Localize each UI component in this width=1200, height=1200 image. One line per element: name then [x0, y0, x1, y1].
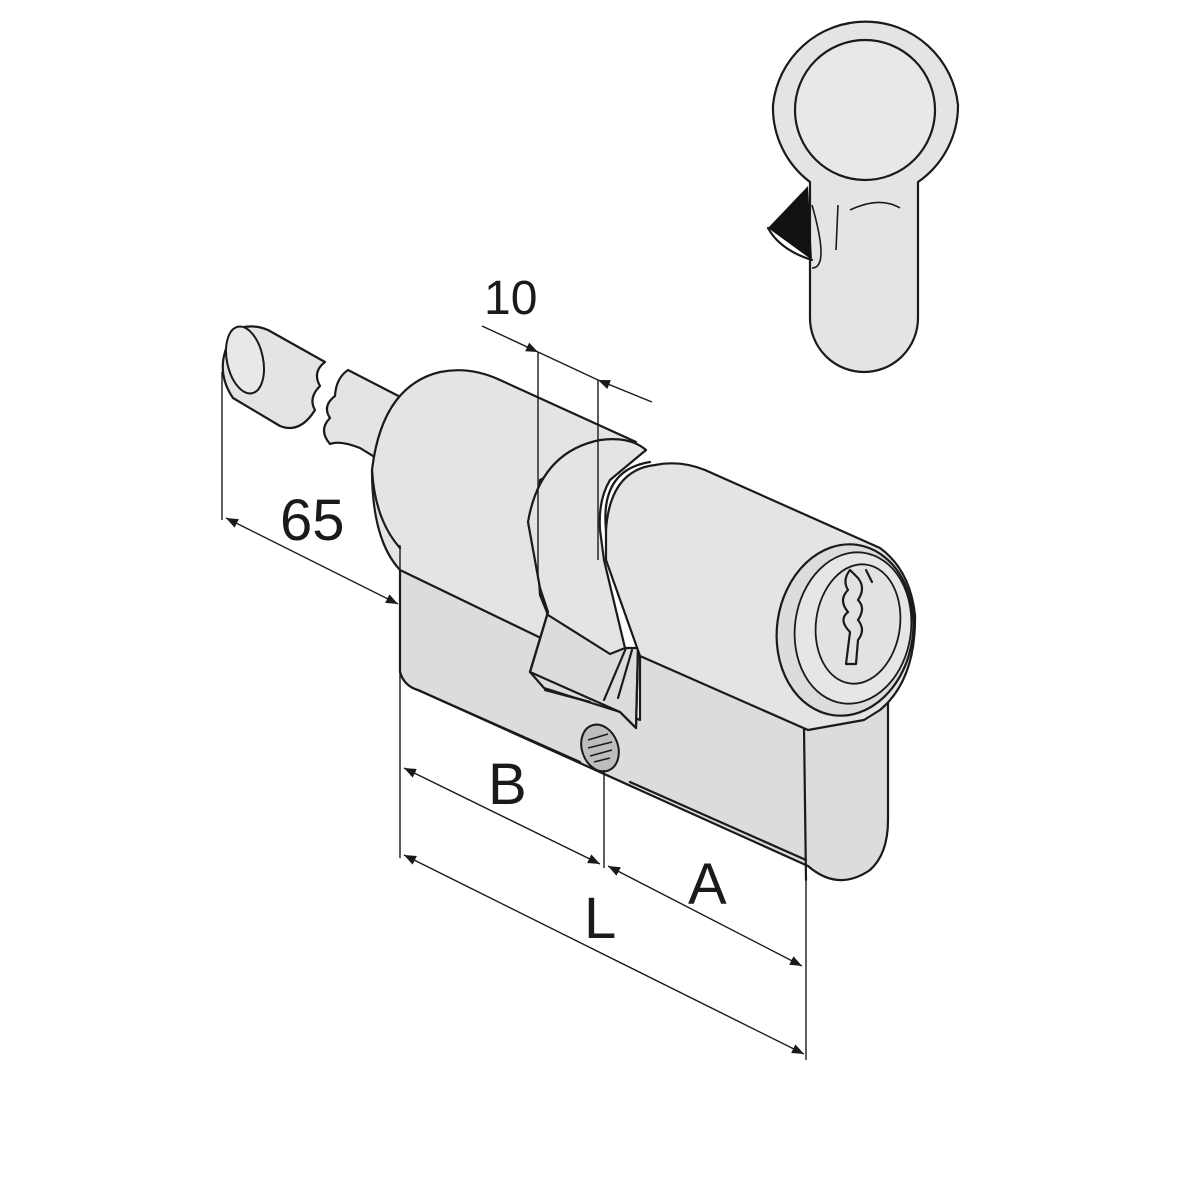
- dimension-l: L: [403, 854, 805, 1055]
- dimension-label-b: B: [488, 752, 527, 817]
- dimension-65: 65: [221, 372, 401, 610]
- cylinder-profile-icon: [766, 20, 960, 374]
- dimension-label-l: L: [584, 886, 616, 951]
- dimension-a: A: [607, 852, 807, 1060]
- dimension-10: 10: [481, 272, 653, 580]
- dimension-b: B: [399, 672, 605, 868]
- dimension-label-10: 10: [484, 272, 537, 325]
- cylinder-body: [370, 369, 917, 882]
- dimension-label-a: A: [688, 852, 727, 917]
- dimension-label-65: 65: [280, 488, 345, 553]
